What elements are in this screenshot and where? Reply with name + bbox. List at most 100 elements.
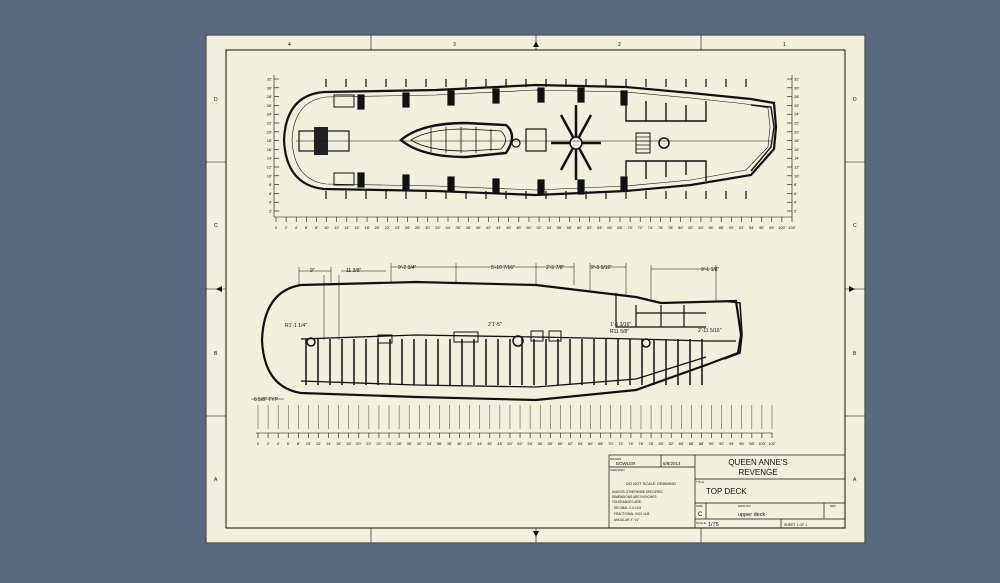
x-scale-label-top-view: 56' [557,225,562,230]
zone-left-b: B [214,351,218,357]
dim-2-1-5: 2'1'-5" [488,322,502,328]
pump [511,138,521,148]
x-scale-label-side-view: 40' [457,441,462,446]
x-scale-label-top-view: 6' [305,225,308,230]
y-scale-label-left: 18' [267,138,272,143]
x-scale-label-top-view: 22' [385,225,390,230]
x-scale-label-top-view: 48' [516,225,521,230]
note-4: DECIMAL X.X ±0.5 [614,506,641,510]
x-scale-label-side-view: 22' [366,441,371,446]
side-deckhouse-2 [530,330,544,342]
y-scale-label-right: 24' [794,112,799,117]
y-scale-label-left: 20' [267,129,272,134]
drawn-date: 5/8/2014 [663,461,681,466]
side-deckhouse-1 [453,331,479,343]
x-scale-label-top-view: 102' [788,225,796,230]
x-scale-label-side-view: 94' [729,441,734,446]
x-scale-label-top-view: 16' [354,225,359,230]
project-name-1: QUEEN ANNE'S [728,458,787,467]
cannon-starboard-side [357,172,365,188]
y-scale-label-right: 4' [794,200,797,205]
y-scale-label-right: 26' [794,103,799,108]
dim-2-5-7-8: 2'-5 7/8" [546,265,565,271]
x-scale-label-top-view: 94' [749,225,754,230]
y-scale-label-right: 30' [794,85,799,90]
boat-thwarts [430,127,492,153]
dim-2-11-5-16: 2'-11 5/16" [698,328,722,334]
y-scale-label-left: 8' [269,182,272,187]
gunwale-line [300,334,736,342]
x-scale-label-side-view: 102' [768,441,776,446]
x-scale-label-top-view: 46' [506,225,511,230]
x-scale-label-side-view: 58' [548,441,553,446]
y-scale-label-left: 12' [267,165,272,170]
x-scale-label-side-view: 14' [326,441,331,446]
y-scale-label-left: 14' [267,156,272,161]
dim-9-2-3-4: 9'-2 3/4" [398,265,417,271]
x-scale-label-top-view: 54' [547,225,552,230]
x-scale-label-top-view: 72' [638,225,643,230]
x-scale-label-side-view: 56' [538,441,543,446]
drawing-sheet: 4 3 2 1 D C B A D C B A [206,35,865,543]
x-scale-label-top-view: 98' [769,225,774,230]
x-scale-label-side-view: 92' [719,441,724,446]
x-scale-label-top-view: 44' [496,225,501,230]
x-scale-label-side-view: 18' [346,441,351,446]
main-hatch [525,128,547,152]
y-scale-label-left: 28' [267,94,272,99]
x-scale-label-side-view: 0 [257,441,260,446]
x-scale-label-side-view: 96' [739,441,744,446]
x-scale-label-side-view: 64' [578,441,583,446]
dwg-no-label: DWG NO [738,504,751,508]
note-5: FRACTIONAL X/XX ±1/8 [614,512,650,516]
stern-transom-side [723,300,743,360]
cannon-starboard-side [537,179,545,195]
x-scale-label-top-view: 64' [597,225,602,230]
x-scale-label-side-view: 12' [316,441,321,446]
x-scale-label-side-view: 10' [306,441,311,446]
y-scale-label-left: 26' [267,103,272,108]
steering-wheel [658,137,670,149]
y-scale-label-left: 22' [267,121,272,126]
zone-top-1: 1 [783,42,786,48]
forward-hatch-top [333,94,355,108]
cannon-port-side [357,94,365,110]
cannon-port-side [537,87,545,103]
y-scale-label-right: 10' [794,173,799,178]
x-scale-label-side-view: 68' [598,441,603,446]
side-deckhouse-3 [548,330,562,342]
dim-9in: 9" [310,268,315,274]
x-scale-label-top-view: 24' [395,225,400,230]
x-scale-label-top-view: 50' [526,225,531,230]
sheet-number: SHEET 1 OF 1 [784,523,807,527]
zone-top-2: 2 [618,42,621,48]
y-scale-label-right: 6' [794,191,797,196]
x-scale-label-top-view: 32' [435,225,440,230]
y-scale-label-left: 2' [269,209,272,214]
x-scale-label-side-view: 88' [699,441,704,446]
x-scale-label-top-view: 38' [466,225,471,230]
x-scale-label-side-view: 84' [679,441,684,446]
x-scale-label-top-view: 52' [536,225,541,230]
note-6: ANGULAR X° ±1° [614,518,640,522]
dim-r1-1-1-4: R1'-1 1/4" [285,323,307,329]
x-scale-label-side-view: 38' [447,441,452,446]
x-scale-label-side-view: 66' [588,441,593,446]
x-scale-label-side-view: 16' [336,441,341,446]
project-name-2: REVENGE [738,468,777,477]
x-scale-label-side-view: 48' [497,441,502,446]
x-scale-label-side-view: 46' [487,441,492,446]
note-2: DIMENSIONS ARE IN INCHES [612,495,656,499]
x-scale-label-side-view: 74' [628,441,633,446]
x-scale-label-top-view: 4' [295,225,298,230]
x-scale-label-side-view: 76' [638,441,643,446]
y-scale-label-right: 32' [794,77,799,82]
dim-9-1-1-8: 9'-1 1/8" [701,267,720,273]
x-scale-label-top-view: 26' [405,225,410,230]
zone-top-4: 4 [288,42,291,48]
x-scale-label-top-view: 66' [607,225,612,230]
ship-drawing: 4 3 2 1 D C B A D C B A [206,35,865,543]
inner-border [225,49,846,529]
checked-label: CHECKED [610,468,626,472]
